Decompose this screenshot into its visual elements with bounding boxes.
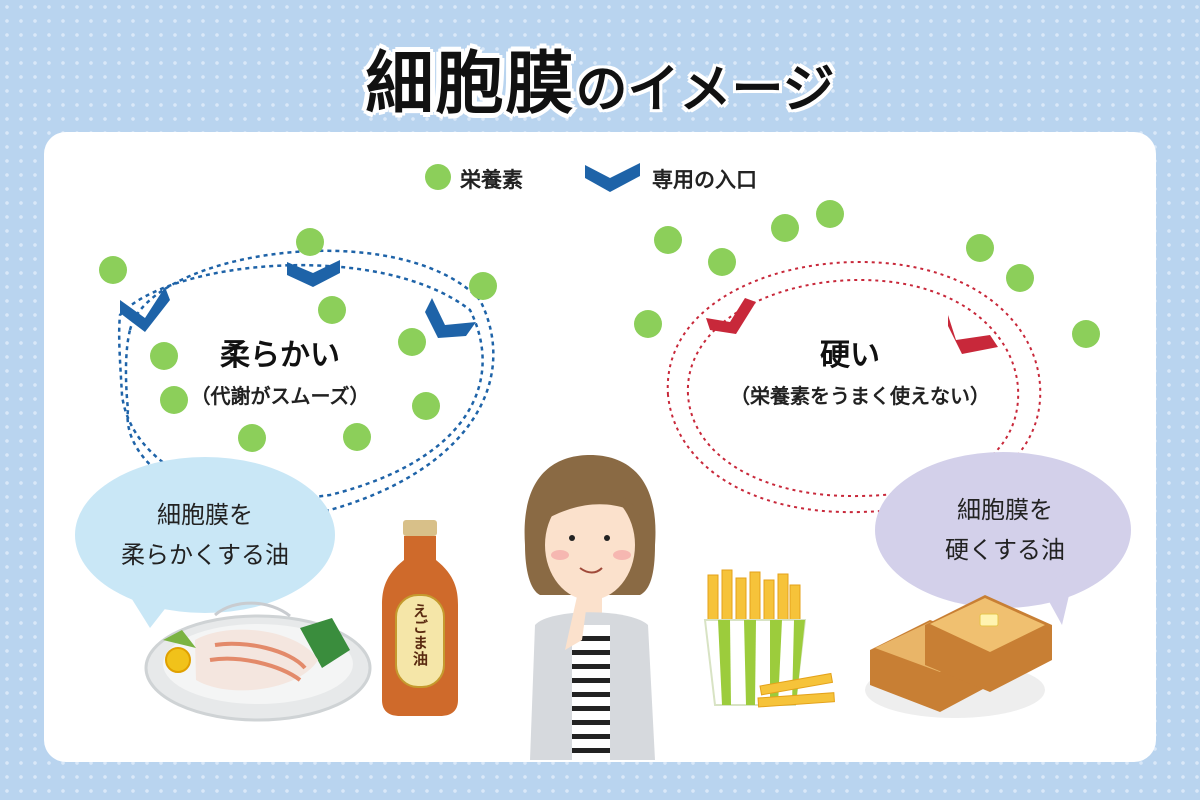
nutrient-dot (398, 328, 426, 356)
nutrient-dot (469, 272, 497, 300)
nutrient-dot (238, 424, 266, 452)
toast-illustration (865, 595, 1052, 718)
page-title: 細胞膜のイメージ (0, 28, 1200, 124)
nutrient-dot (966, 234, 994, 262)
soft-membrane-outer (124, 249, 495, 516)
nutrient-dot (412, 392, 440, 420)
bubble-left-line1: 細胞膜を (157, 501, 253, 529)
bubble-left-line2: 柔らかくする油 (121, 541, 289, 569)
soft-membrane-inner (117, 263, 484, 500)
soft-title: 柔らかい (220, 338, 340, 373)
nutrient-dot (654, 226, 682, 254)
nutrient-dot (160, 386, 188, 414)
nutrient-dot (150, 342, 178, 370)
soft-entrance-icon (425, 298, 476, 338)
nutrient-dot (296, 228, 324, 256)
nutrient-dot (1072, 320, 1100, 348)
bubble-left-text: 細胞膜を 柔らかくする油 (110, 495, 300, 575)
legend-nutrient-label: 栄養素 (460, 168, 523, 192)
egoma-oil-bottle (382, 520, 458, 716)
legend-entrance-icon (585, 163, 640, 192)
bubble-right-text: 細胞膜を 硬くする油 (920, 490, 1090, 570)
nutrient-dot (318, 296, 346, 324)
hard-entrance-icon (706, 298, 756, 334)
woman-illustration (524, 455, 656, 760)
title-main: 細胞膜 (365, 45, 576, 124)
bottle-label: えごま油 (411, 603, 429, 667)
nutrient-dot (634, 310, 662, 338)
hard-subtitle: （栄養素をうまく使えない） (730, 384, 990, 408)
bubble-right-line2: 硬くする油 (945, 536, 1065, 564)
soft-subtitle: （代謝がスムーズ） (190, 384, 370, 408)
hard-membrane-outer (666, 260, 1042, 514)
hard-title: 硬い (820, 338, 880, 373)
bubble-left (75, 457, 335, 628)
hard-membrane-diagram (634, 200, 1100, 514)
nutrient-dot (771, 214, 799, 242)
sashimi-plate-illustration (144, 601, 372, 722)
soft-entrance-icon (120, 287, 170, 332)
soft-membrane-diagram (99, 228, 497, 516)
hard-entrance-icon (948, 315, 998, 354)
nutrient-dot (99, 256, 127, 284)
title-sub: のイメージ (575, 60, 835, 120)
french-fries-illustration (703, 569, 835, 708)
legend-nutrient-icon (425, 164, 451, 190)
nutrient-dot (816, 200, 844, 228)
bubble-right-line1: 細胞膜を (957, 496, 1053, 524)
nutrient-dot (343, 423, 371, 451)
bubble-right (875, 452, 1131, 625)
soft-entrance-icon (287, 260, 340, 287)
nutrient-dot (708, 248, 736, 276)
legend-entrance-label: 専用の入口 (652, 168, 757, 192)
nutrient-dot (1006, 264, 1034, 292)
